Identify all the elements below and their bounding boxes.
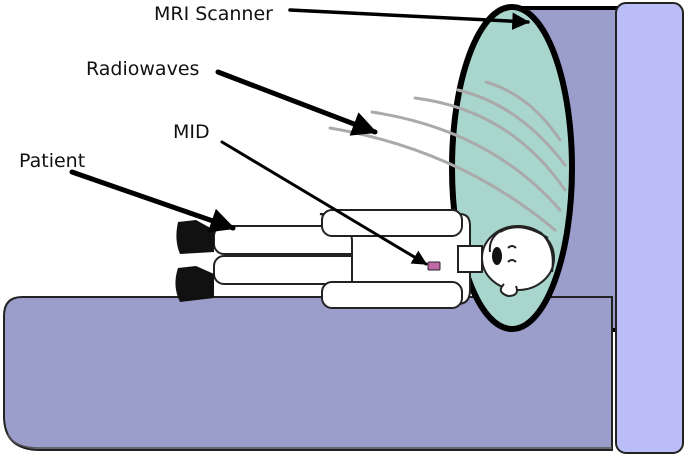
patient-shoulder-bottom: [321, 281, 463, 309]
radiowave-arc: [413, 96, 567, 192]
label-patient: Patient: [19, 150, 85, 172]
label-mri-scanner: MRI Scanner: [154, 3, 273, 25]
scanner-arrow: [288, 8, 530, 30]
label-mid: MID: [173, 121, 210, 143]
table-edge-line: [7, 433, 612, 449]
patient-eye: [507, 245, 517, 249]
patient-neck: [457, 245, 483, 273]
patient-head: [481, 225, 555, 291]
patient-table: [3, 296, 613, 451]
label-radiowaves: Radiowaves: [86, 58, 199, 80]
patient-ear: [499, 283, 518, 298]
patient: [175, 209, 555, 309]
label-arrows: [69, 8, 530, 266]
radiowave-arc: [484, 80, 562, 142]
mid-arrow: [220, 140, 428, 266]
patient-arrow: [69, 169, 236, 233]
mid-device: [427, 261, 441, 271]
radiowave-arc: [456, 88, 567, 167]
patient-shoe-lower: [175, 266, 214, 302]
patient-hair: [488, 226, 554, 273]
radiowaves-arrow: [215, 69, 378, 136]
scanner-front-panel: [615, 2, 684, 454]
patient-shoe-upper: [176, 220, 214, 254]
patient-mouth: [492, 247, 502, 265]
patient-leg-lower: [213, 255, 365, 285]
patient-shoulder-top: [321, 209, 463, 237]
patient-eye: [507, 259, 517, 263]
radiowave-arc: [370, 110, 562, 212]
